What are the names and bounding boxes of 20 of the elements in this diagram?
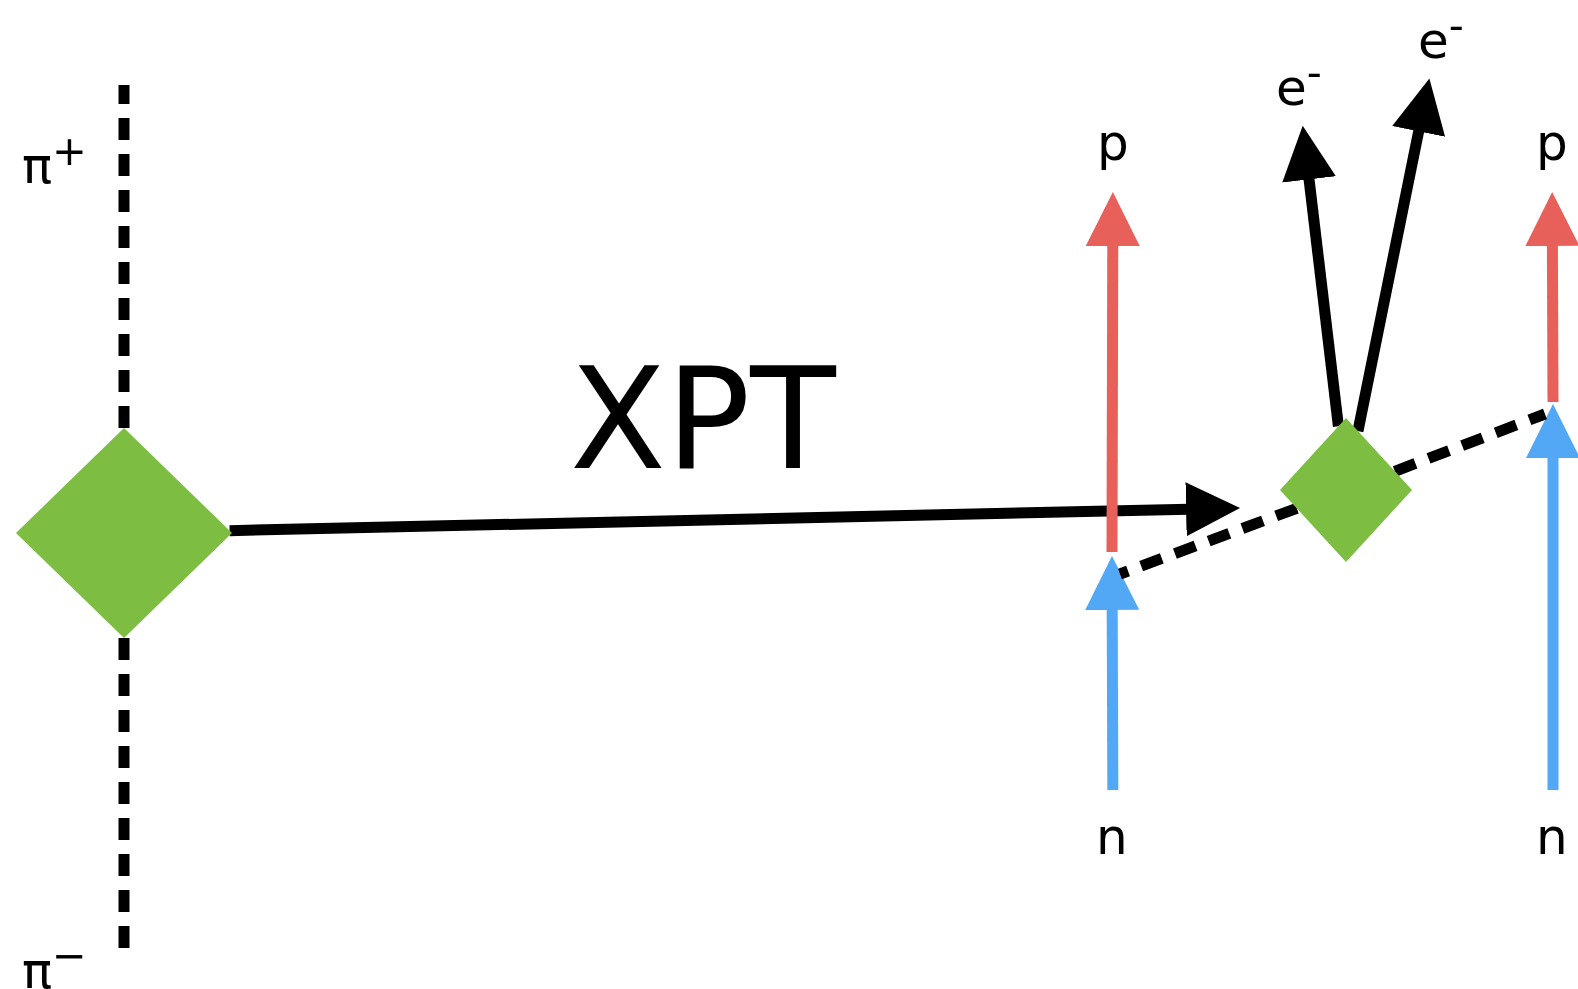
arrow — [1526, 403, 1578, 790]
particle-label: π$^{+}$ — [22, 130, 87, 191]
particle-label: π$^{−}$ — [22, 935, 87, 989]
arrow — [1282, 125, 1344, 427]
arrow — [1525, 191, 1578, 402]
arrow — [229, 482, 1241, 537]
particle-label: p — [1536, 118, 1568, 168]
arrow — [1352, 78, 1446, 433]
arrow — [1085, 191, 1140, 552]
particle-label: e$^{-}$ — [1276, 52, 1322, 113]
particle-label: p — [1097, 118, 1129, 168]
dashed-line — [1118, 503, 1299, 580]
particle-label: n — [1096, 812, 1128, 862]
dashed-line — [118, 85, 130, 428]
arrow — [1085, 555, 1140, 790]
particle-label: e$^{-}$ — [1418, 5, 1464, 66]
vertex-diamond — [16, 428, 232, 638]
dashed-line — [1392, 408, 1547, 477]
particle-label: n — [1536, 812, 1568, 862]
vertex-diamond — [1280, 418, 1412, 562]
